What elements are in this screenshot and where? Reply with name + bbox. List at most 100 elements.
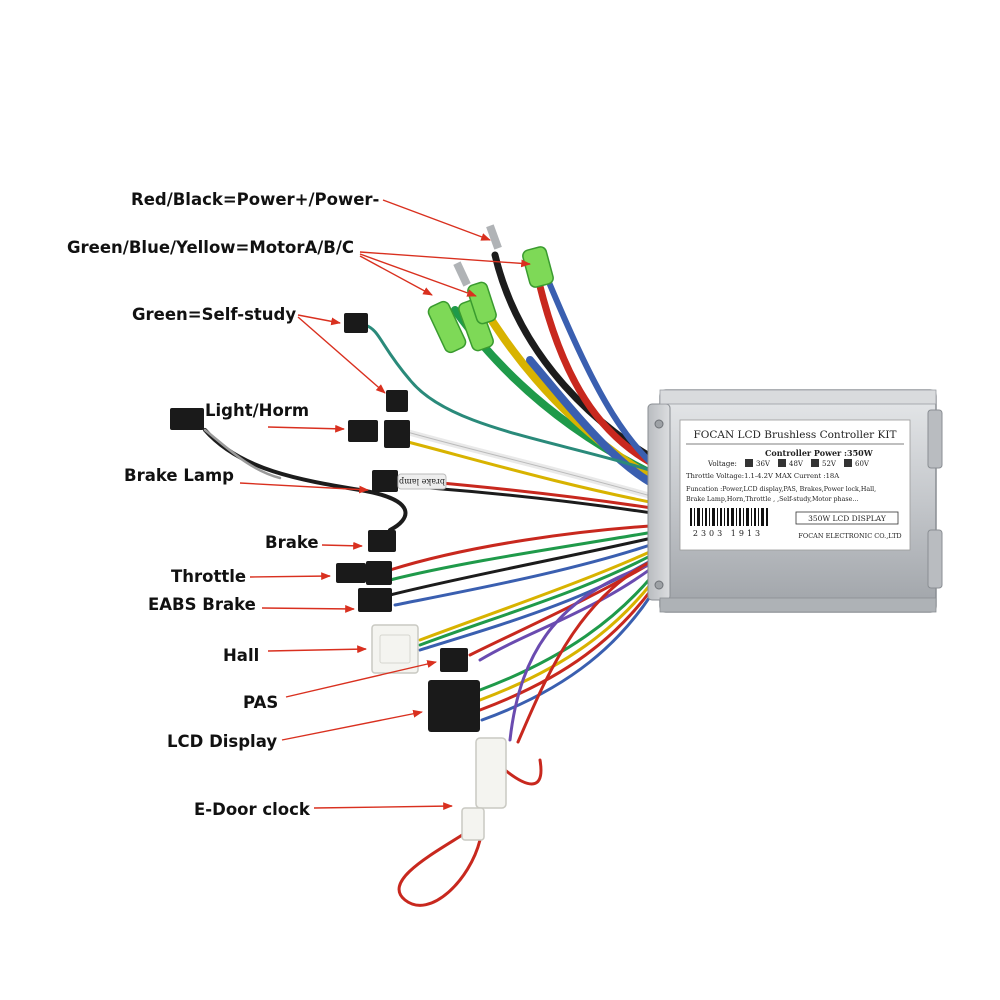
hall-connector [371, 624, 419, 674]
brake-wire-gray [203, 428, 282, 480]
throttle-wire-green [388, 528, 667, 582]
edoor-red-wire [516, 553, 667, 744]
eabs-wire-black [388, 533, 667, 597]
light-wire-outline [399, 429, 666, 501]
label-power: Red/Black=Power+/Power- [131, 190, 379, 209]
edoor-loop [397, 828, 482, 907]
controller-label-voltage: Voltage: [707, 460, 737, 468]
arrow-eabs [261, 604, 355, 613]
arrow-motor-2 [359, 253, 477, 297]
edoor-connector [475, 737, 507, 809]
annotation-arrows [239, 199, 531, 811]
arrow-self-study-2 [297, 316, 386, 394]
arrow-hall [267, 645, 367, 654]
hall-connector-slot [379, 634, 411, 664]
controller-label-power: Controller Power :350W [765, 448, 874, 458]
hall-wire-green [418, 546, 667, 647]
controller-label [679, 419, 911, 551]
eabs-wire-blue [393, 538, 667, 607]
motor-yellow-wire [478, 301, 669, 489]
voltage-48: 48V [789, 460, 804, 468]
controller-label-title: FOCAN LCD Brushless Controller KIT [693, 429, 896, 441]
screw-bottom-left [654, 580, 664, 590]
bullet-connector-green-4 [522, 246, 554, 288]
arrow-power [382, 199, 491, 241]
light-connector-3 [170, 408, 204, 430]
self-study-wire [363, 323, 667, 477]
display-badge-text: 350W LCD DISPLAY [808, 514, 887, 523]
controller-right-tab [927, 409, 943, 469]
brake-connector [368, 530, 396, 552]
display-badge [795, 511, 899, 525]
bullet-pin-2 [453, 261, 471, 287]
edoor-connector-2 [461, 807, 485, 841]
voltage-options: 36V 48V 52V 60V [745, 459, 870, 468]
controller-label-throttle: Throttle Voltage:1.1-4.2V MAX Current :1… [686, 472, 839, 480]
edoor-purple-wire [508, 558, 667, 742]
brake-lamp-black [428, 486, 667, 517]
arrow-edoor [313, 802, 453, 811]
edoor-tail [503, 758, 543, 786]
barcode [690, 508, 768, 526]
arrow-self-study-1 [297, 314, 341, 326]
controller-label-function-1: Funcation :Power,LCD display,PAS, Brakes… [686, 486, 876, 493]
light-connector-2 [384, 420, 410, 448]
light-wire-yellow [398, 438, 667, 507]
arrow-throttle [249, 572, 331, 581]
label-light: Light/Horm [205, 401, 309, 420]
screw-top-left [654, 419, 664, 429]
pas-wire-purple [478, 556, 667, 662]
motor-connectors [427, 224, 554, 354]
label-edoor: E-Door clock [194, 800, 311, 819]
brake-lamp-connector [372, 470, 398, 492]
lcd-wire-green [478, 558, 667, 692]
arrow-light [267, 424, 345, 433]
hall-wire-yellow [418, 543, 667, 642]
eabs-connector [358, 588, 392, 612]
label-self-study: Green=Self-study [132, 305, 296, 324]
barcode-number: 2303 1913 [693, 529, 763, 538]
bullet-pin-1 [486, 224, 502, 250]
voltage-52: 52V [822, 460, 837, 468]
lcd-wire-yellow [478, 563, 667, 702]
controller-right-tab-2 [927, 529, 943, 589]
throttle-connector [336, 563, 366, 583]
controller-rail-bottom [659, 597, 937, 613]
label-throttle: Throttle [171, 567, 246, 586]
bullet-connector-green-1 [427, 300, 467, 354]
throttle-wire-red [388, 523, 667, 572]
brake-lamp-sleeve [397, 473, 447, 490]
lcd-connector [428, 680, 480, 732]
arrow-pas [285, 660, 437, 698]
controller-rail-top [659, 389, 937, 405]
voltage-60: 60V [855, 460, 870, 468]
label-lcd: LCD Display [167, 732, 277, 751]
arrow-motor-1 [359, 251, 531, 268]
annotation-labels: Red/Black=Power+/Power- Green/Blue/Yello… [67, 190, 379, 819]
light-connector-1 [348, 420, 378, 442]
label-eabs: EABS Brake [148, 595, 256, 614]
controller-box: FOCAN LCD Brushless Controller KIT Contr… [647, 389, 943, 613]
lcd-wire-red [478, 568, 667, 712]
label-brake-lamp: Brake Lamp [124, 466, 234, 485]
self-study-connector [344, 313, 368, 333]
pas-connector [440, 648, 468, 672]
label-pas: PAS [243, 693, 278, 712]
label-motor: Green/Blue/Yellow=MotorA/B/C [67, 238, 354, 257]
controller-label-function-2: Brake Lamp,Horn,Throttle , ,Self-study,M… [686, 496, 858, 503]
label-brake: Brake [265, 533, 319, 552]
black-connectors [170, 313, 480, 732]
self-study-connector-2 [386, 390, 408, 412]
brake-lamp-sleeve-text: brake lamp [399, 477, 445, 486]
arrow-lcd [281, 709, 423, 741]
brake-lamp-wire [428, 480, 667, 512]
label-hall: Hall [223, 646, 259, 665]
arrow-brake [321, 541, 363, 550]
voltage-36: 36V [756, 460, 771, 468]
arrow-motor-3 [359, 255, 433, 296]
throttle-connector-2 [366, 561, 392, 585]
controller-endcap [647, 403, 671, 601]
controller-label-company: FOCAN ELECTRONIC CO.,LTD [798, 532, 901, 540]
arrow-brake-lamp [239, 482, 369, 494]
